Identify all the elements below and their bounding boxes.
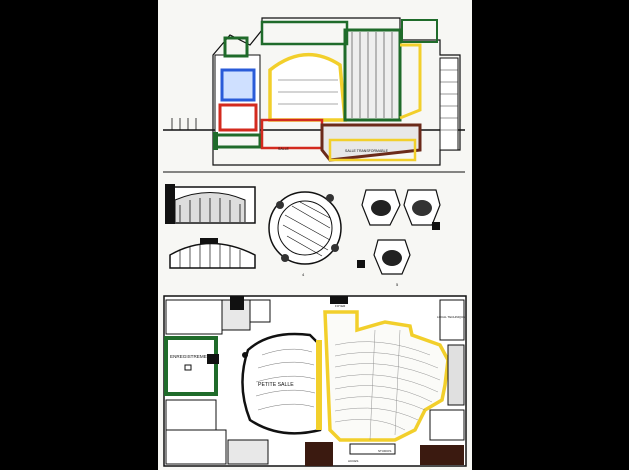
vault-section-drawing [165, 184, 256, 224]
section-drawing: SALLE TRANSFORMABLE SALLE [163, 17, 465, 173]
round-hall-plan-drawing: 4 [268, 191, 342, 277]
foyer-label: FOYER [335, 304, 346, 308]
figure-4-label: 4 [302, 272, 305, 277]
local-technique-label: LOCAL TECHNIQUE [437, 315, 465, 319]
enregistrement-label: ENREGISTREMENT [170, 354, 213, 359]
seating-configurations-drawing: 5 [357, 189, 441, 287]
section-salle-transformable: SALLE TRANSFORMABLE [345, 149, 389, 153]
acces-label: ACCES [348, 459, 358, 463]
section-salle-label: SALLE [278, 147, 290, 151]
petite-salle-label: PETITE SALLE [258, 382, 294, 388]
floor-plan-drawing: ENREGISTREMENT PETITE SALLE LOCAL TECHNI… [163, 295, 467, 467]
figure-5-label: 5 [396, 282, 399, 287]
dome-elevation-drawing [169, 238, 256, 269]
studios-label: STUDIOS [378, 449, 391, 453]
